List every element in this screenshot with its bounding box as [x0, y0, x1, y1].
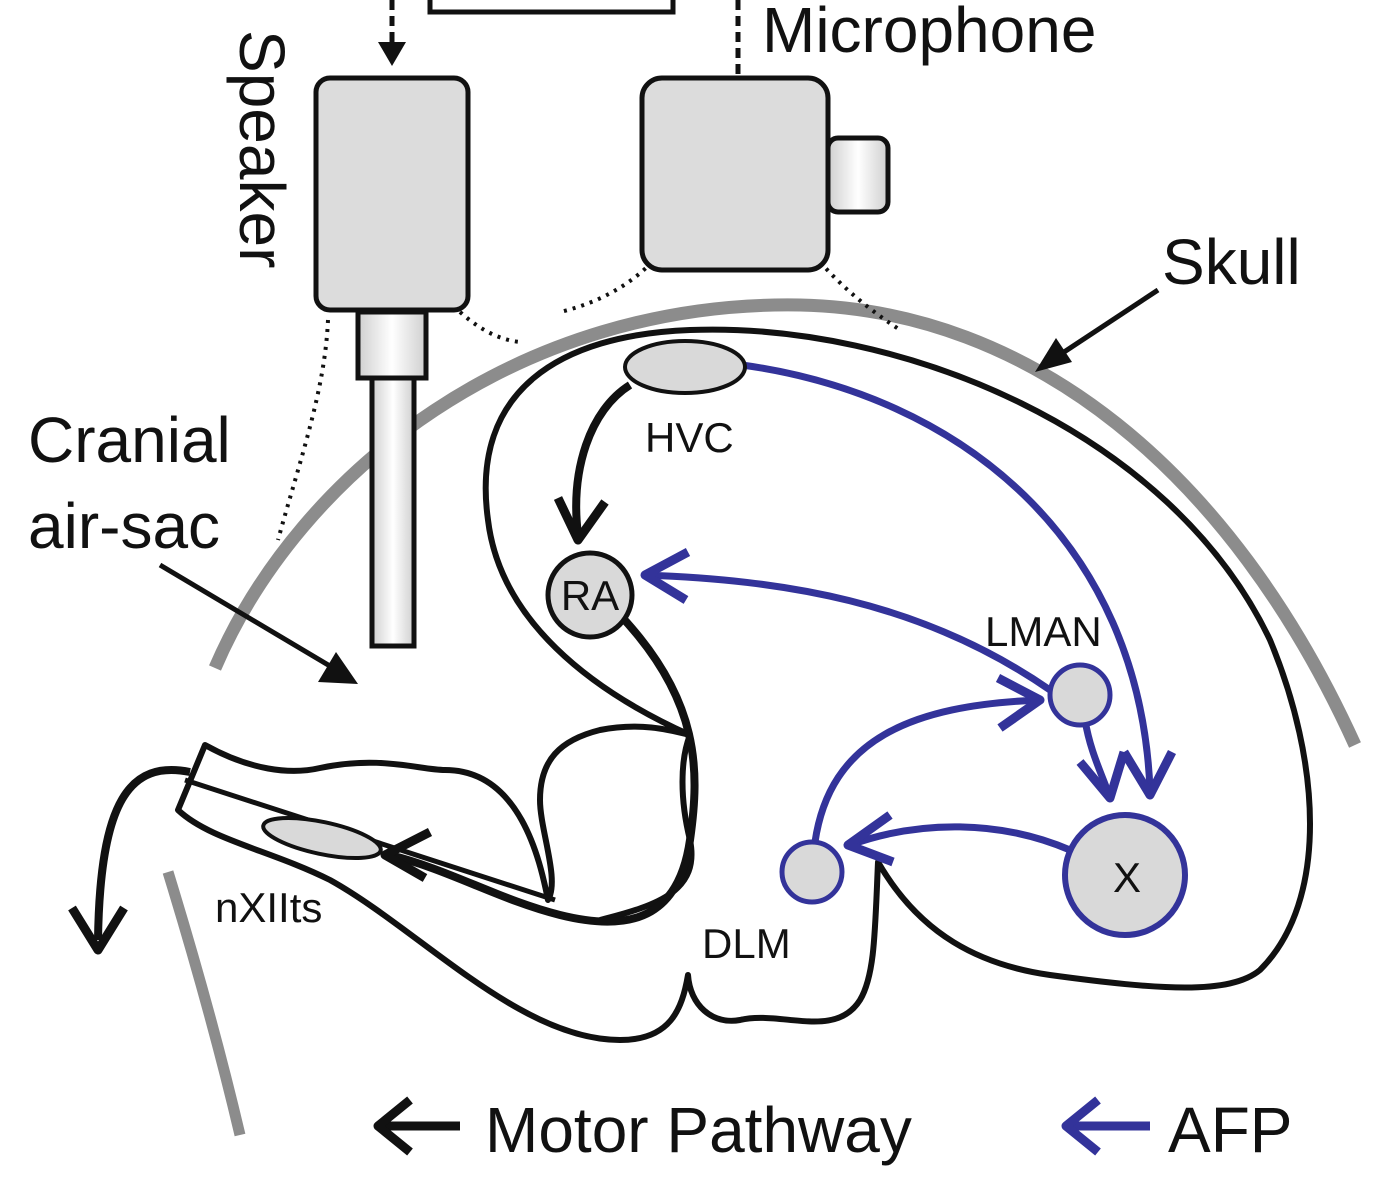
ra-to-nxiits-projection [389, 612, 699, 926]
dlm-nucleus [779, 839, 845, 905]
cranial-air-sac-label-line1: Cranial [28, 404, 231, 476]
x-nucleus [1062, 812, 1188, 938]
ra-label: RA [561, 572, 619, 619]
ra-nucleus [545, 550, 635, 640]
nxiits-output-arrowhead [68, 905, 128, 955]
cranial-air-sac-label-line2: air-sac [28, 490, 220, 562]
hvc-to-x-projection [741, 361, 1154, 791]
ra-to-nxiits-arrowhead [380, 827, 433, 882]
brain-outline [175, 326, 1313, 1043]
air-sac-dotted-line-mid [458, 310, 521, 344]
legend-afp-label: AFP [1168, 1094, 1292, 1166]
x-to-dlm-arrowhead [843, 811, 895, 867]
air-sac-pointer-arrowhead [318, 652, 358, 684]
microphone-dotted-line-right [818, 260, 902, 332]
speaker-body [313, 75, 471, 313]
microphone-dotted-line-left [559, 260, 654, 314]
hvc-nucleus [623, 339, 747, 395]
microphone-label: Microphone [762, 0, 1096, 66]
x-to-dlm-projection [848, 823, 1072, 854]
lman-to-x-arrowhead [1076, 750, 1129, 803]
air-sac-pointer-line [158, 562, 342, 675]
speaker-label: Speaker [226, 30, 298, 268]
skull-pointer-line [1053, 287, 1160, 361]
microphone-body [639, 75, 831, 273]
legend-motor-arrow-icon [373, 1096, 460, 1156]
lman-to-ra-arrowhead [640, 548, 691, 604]
dlm-to-lman-projection [811, 696, 1041, 843]
hvc-to-ra-projection [572, 381, 633, 536]
skull-pointer-arrowhead [1035, 338, 1072, 372]
legend-motor-pathway-label: Motor Pathway [485, 1094, 912, 1166]
lman-label: LMAN [985, 608, 1102, 655]
skull-outline [209, 298, 1361, 748]
nxiits-nucleus [261, 815, 383, 861]
nxiits-label: nXIIts [215, 884, 322, 931]
legend: Motor Pathway AFP [373, 1094, 1292, 1166]
dlm-label: DLM [702, 920, 791, 967]
legend-afp-arrow-icon [1061, 1096, 1150, 1156]
speaker-signal-arrowhead [378, 42, 406, 66]
hvc-to-ra-arrowhead [553, 496, 609, 545]
x-label: X [1113, 854, 1141, 901]
nxiits-output-projection [94, 766, 191, 941]
lman-nucleus [1047, 662, 1113, 728]
lman-to-ra-projection [644, 571, 1052, 693]
hvc-to-x-arrowhead [1120, 749, 1177, 800]
dlm-to-lman-arrowhead [995, 674, 1045, 732]
recording-device-box [427, 0, 676, 15]
speaker-neck [355, 309, 429, 381]
microphone-nub [825, 135, 891, 215]
speaker-tube [369, 375, 417, 649]
hvc-label: HVC [645, 414, 734, 461]
skull-lower-fragment [162, 870, 246, 1137]
skull-label: Skull [1162, 226, 1301, 298]
